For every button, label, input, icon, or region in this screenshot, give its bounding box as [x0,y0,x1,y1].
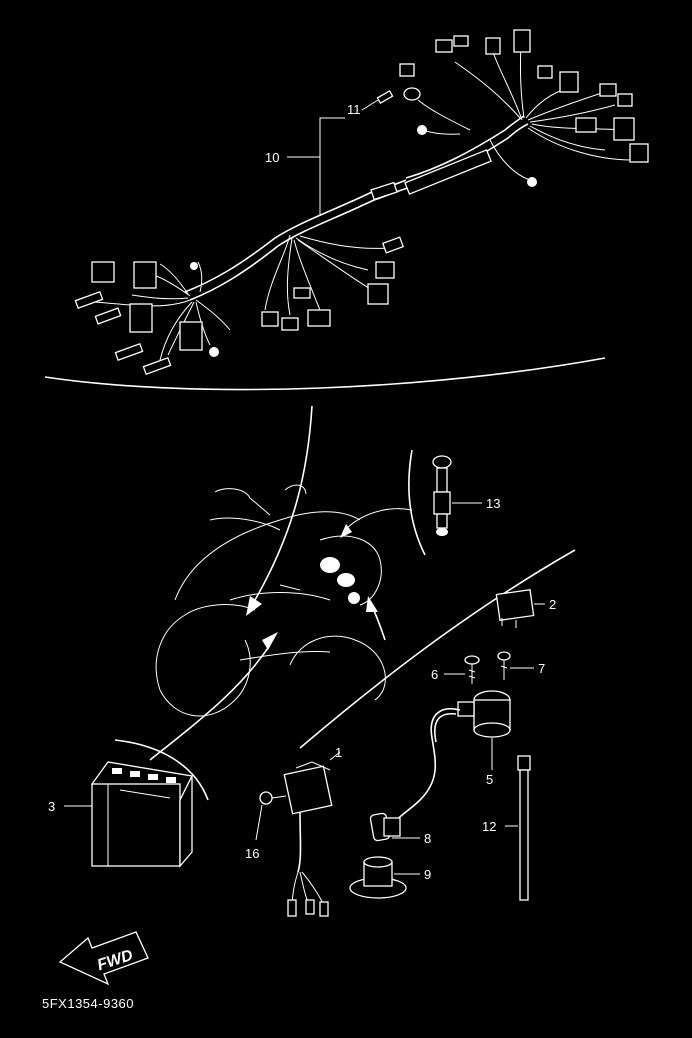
callout-16: 16 [245,846,259,861]
part-16-bolt[interactable] [259,791,287,805]
part-2-relay[interactable] [495,589,535,628]
part-12-band[interactable] [517,755,531,901]
callout-9: 9 [424,867,431,882]
callout-6: 6 [431,667,438,682]
arrow-head [340,524,352,538]
part-3-battery[interactable] [90,761,193,868]
leader-1 [329,751,341,761]
part-9-seal[interactable] [349,856,407,899]
separator-battery [114,739,209,801]
part-6-bolt[interactable] [464,655,480,684]
wire-harness[interactable] [74,29,649,376]
callout-2: 2 [549,597,556,612]
arrow-battery [149,644,271,761]
leader-16 [255,804,263,841]
catalog-code: 5FX1354-9360 [42,996,134,1011]
arrow-head [366,596,378,612]
leader-11 [361,99,379,111]
part-1-cdi-unit[interactable] [283,761,333,917]
separator-ignition [299,549,576,749]
leader-10 [287,117,345,158]
callout-3: 3 [48,799,55,814]
part-8-plug-cap[interactable] [369,812,401,842]
fwd-direction-arrow: FWD [58,931,149,986]
motorcycle-outline [155,484,386,717]
part-5-ignition-coil[interactable] [394,690,511,823]
arrow-head [262,632,278,650]
arrow-head [246,596,262,616]
callout-7: 7 [538,661,545,676]
part-13-sensor[interactable] [432,455,452,536]
callout-1: 1 [335,745,342,760]
callout-10: 10 [265,150,279,165]
callout-11: 11 [347,102,361,117]
arrow-frame [254,405,313,601]
callout-13: 13 [486,496,500,511]
arrow-sensor [344,508,413,531]
callout-5: 5 [486,772,493,787]
part-7-screw[interactable] [497,651,511,680]
callout-8: 8 [424,831,431,846]
separator-line [44,357,606,391]
callout-12: 12 [482,819,496,834]
separator-sensor [408,449,426,556]
